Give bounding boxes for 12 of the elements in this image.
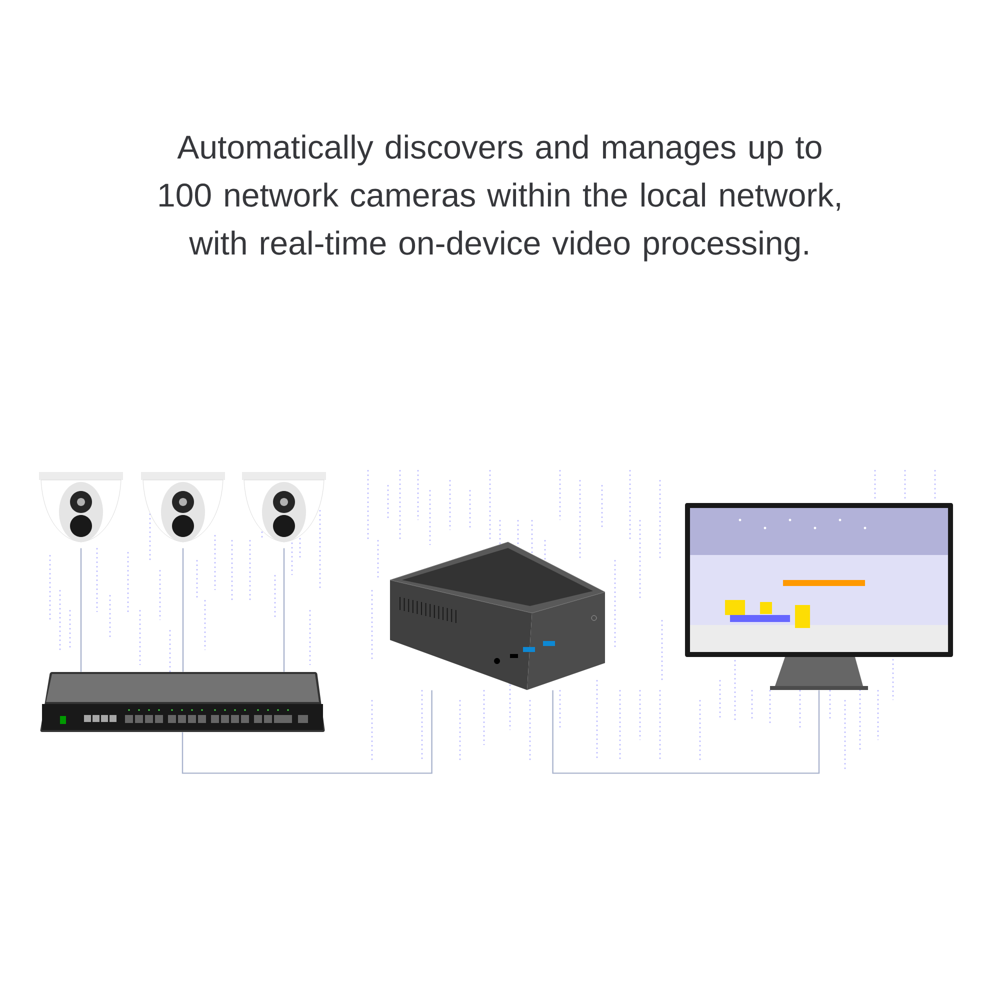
connector-line: [283, 548, 285, 672]
dome-camera-drawing: [39, 472, 123, 542]
connector-line: [182, 690, 432, 774]
connector-line: [182, 548, 184, 672]
connector-line: [80, 548, 82, 672]
connector-line: [552, 690, 820, 774]
monitor-drawing: [685, 503, 954, 690]
network-switch-drawing: [40, 672, 325, 732]
dome-camera-drawing: [242, 472, 326, 542]
mini-pc-drawing: [390, 542, 606, 690]
dome-camera-drawing: [141, 472, 225, 542]
title: Automatically discovers and manages up to 100 network cameras within the local network, with real-time on-device video processing.: [160, 134, 840, 262]
